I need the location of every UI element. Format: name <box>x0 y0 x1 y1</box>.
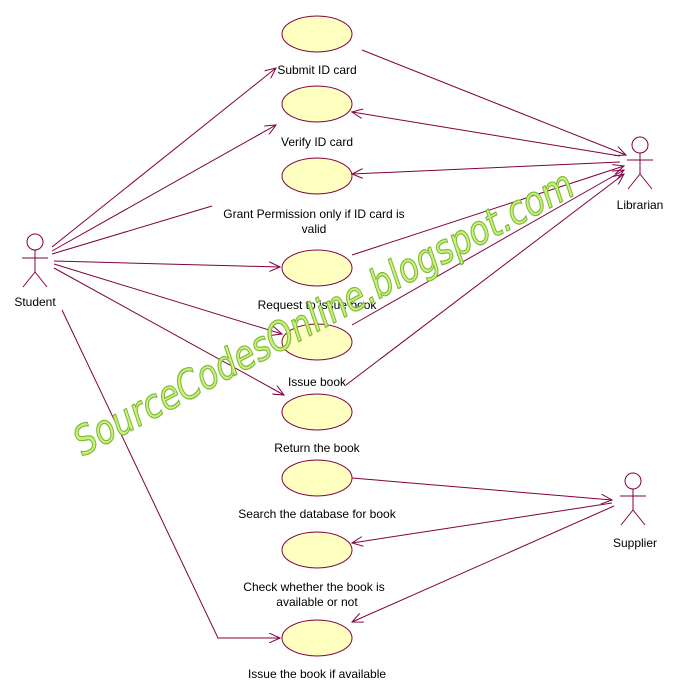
label-issue-if-available: Issue the book if available <box>248 667 386 681</box>
usecase-grant-permission[interactable] <box>281 157 353 195</box>
usecase-issue-book[interactable] <box>281 323 353 361</box>
usecase-submit-id-card[interactable] <box>281 15 353 53</box>
assoc-return-librarian <box>345 174 624 386</box>
assoc-search-supplier <box>351 477 612 500</box>
supplier-head-icon <box>624 472 642 490</box>
usecase-search-database[interactable] <box>281 459 353 497</box>
label-verify-id-card: Verify ID card <box>281 135 353 149</box>
actor-librarian[interactable] <box>627 136 653 190</box>
assoc-issue-librarian <box>351 170 624 326</box>
assoc-student-grant <box>51 205 213 255</box>
assoc-student-issue <box>53 263 282 334</box>
assoc-student-request <box>53 260 280 267</box>
label-grant-permission-line2: valid <box>302 222 327 236</box>
assoc-student-submit-id <box>51 68 276 248</box>
actor-label-librarian: Librarian <box>617 198 664 212</box>
librarian-head-icon <box>631 136 649 154</box>
assoc-librarian-verify <box>352 112 621 157</box>
label-request-issue-book: Request to issue book <box>258 298 378 312</box>
usecase-check-availability[interactable] <box>281 531 353 569</box>
usecase-verify-id-card[interactable] <box>281 85 353 123</box>
assoc-request-librarian <box>351 166 624 256</box>
actor-supplier[interactable] <box>620 472 646 526</box>
associations <box>51 49 626 638</box>
label-submit-id-card: Submit ID card <box>277 63 356 77</box>
label-check-availability-line1: Check whether the book is <box>243 580 384 594</box>
assoc-supplier-check <box>352 502 613 543</box>
assoc-librarian-grant <box>352 161 621 174</box>
assoc-submit-librarian <box>361 49 626 155</box>
student-head-icon <box>26 233 44 251</box>
label-return-book: Return the book <box>274 441 360 455</box>
assoc-supplier-issue-if-available <box>352 505 615 622</box>
label-search-database: Search the database for book <box>238 507 396 521</box>
assoc-student-issue-if-available <box>61 309 280 638</box>
usecase-return-book[interactable] <box>281 393 353 431</box>
assoc-student-return <box>53 267 284 395</box>
usecase-request-issue-book[interactable] <box>281 249 353 287</box>
label-grant-permission-line1: Grant Permission only if ID card is <box>223 207 404 221</box>
label-check-availability-line2: available or not <box>276 595 358 609</box>
actor-student[interactable] <box>22 233 48 288</box>
actor-label-student: Student <box>14 295 56 309</box>
actor-label-supplier: Supplier <box>613 536 657 550</box>
usecase-issue-if-available[interactable] <box>281 619 353 657</box>
label-issue-book: Issue book <box>288 375 347 389</box>
assoc-student-verify-id <box>51 125 276 252</box>
